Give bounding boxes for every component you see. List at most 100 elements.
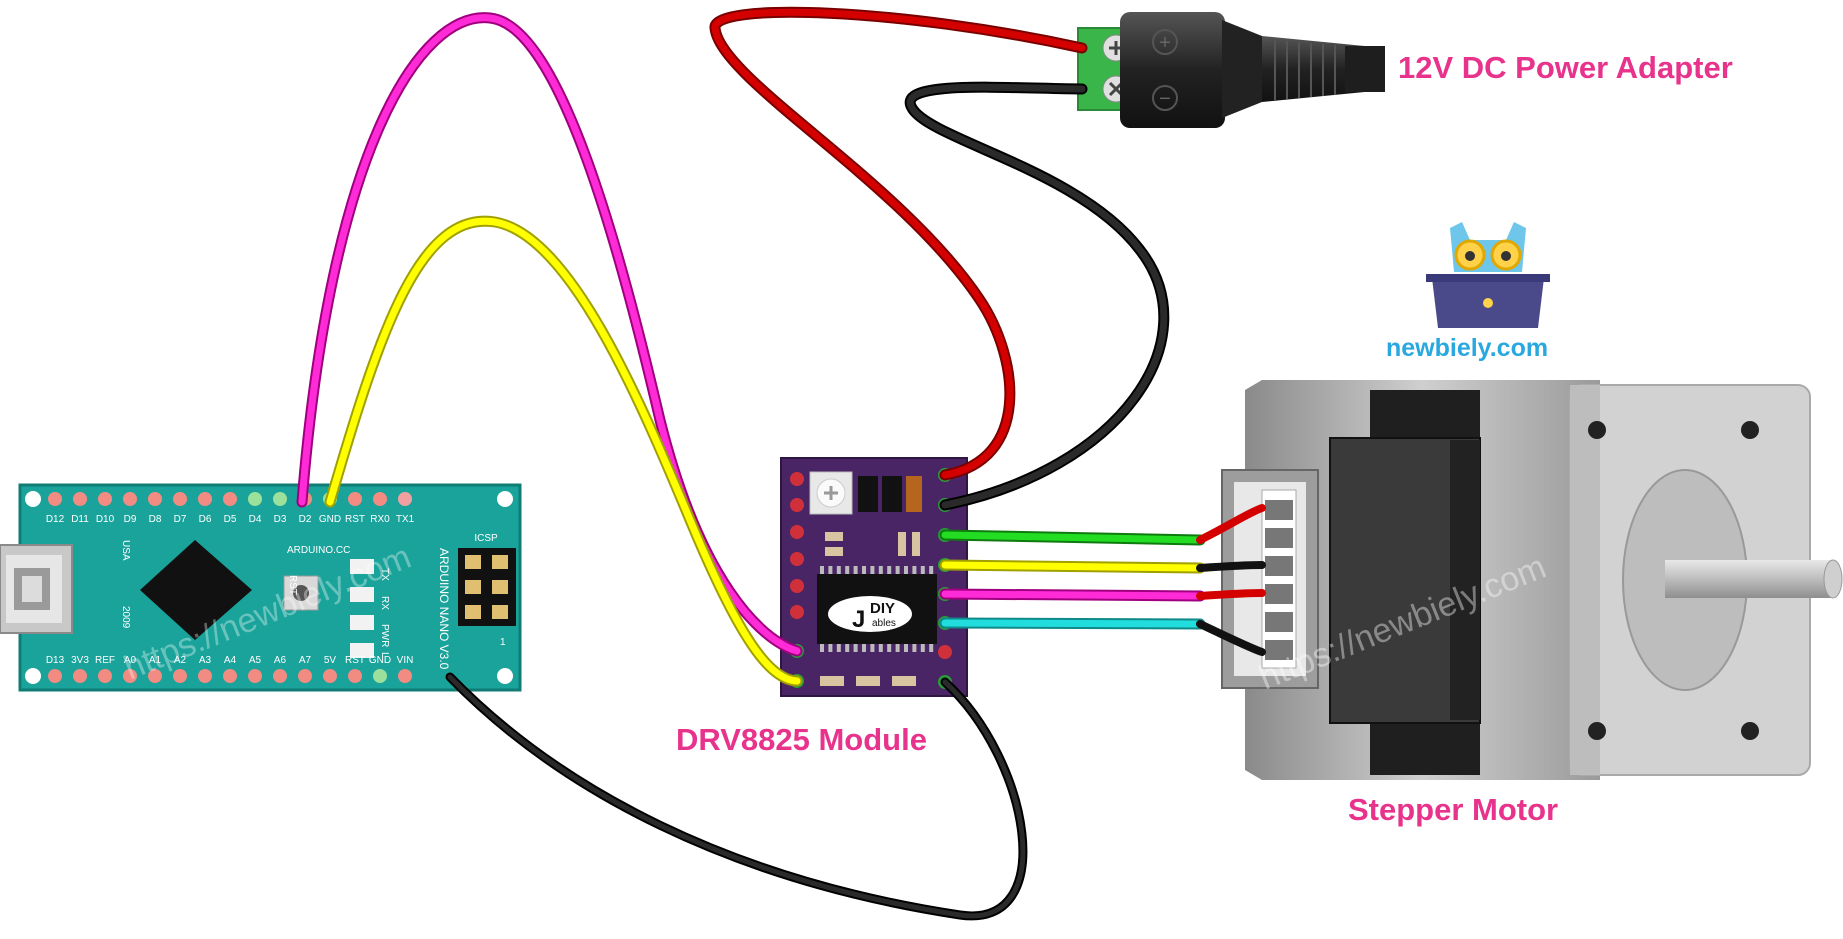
top-chip-leg (895, 566, 900, 574)
bottom-pin-hole-a3 (198, 669, 212, 683)
motor-lead-black-1 (1196, 561, 1266, 572)
newbiely-owl-logo (1426, 222, 1550, 328)
top-pin-label-d3: D3 (274, 514, 287, 525)
bottom-chip-leg (853, 644, 858, 652)
motor-lead-red-2 (1196, 589, 1266, 600)
icsp-header (458, 548, 516, 626)
bottom-pin-label-a7: A7 (299, 655, 312, 666)
drv8825-module: DIY ables J (780, 457, 968, 697)
top-pin-label-d7: D7 (174, 514, 187, 525)
top-pin-hole-rst (348, 492, 362, 506)
bottom-pin-hole-a2 (173, 669, 187, 683)
top-pin-label-d8: D8 (149, 514, 162, 525)
bottom-pin-hole-a4 (223, 669, 237, 683)
bottom-pin-label-rst: RST (345, 655, 365, 666)
usb-connector (0, 544, 73, 634)
bottom-pin-label-a4: A4 (224, 655, 237, 666)
brand-label: newbiely.com (1386, 334, 1548, 362)
polarity-minus: − (1159, 88, 1171, 110)
bottom-chip-leg (920, 644, 925, 652)
top-pin-hole-d8 (148, 492, 162, 506)
bottom-pin-label-a2: A2 (174, 655, 187, 666)
bottom-pin-hole-a5 (248, 669, 262, 683)
top-chip-leg (887, 566, 892, 574)
bottom-pin-hole-ref (98, 669, 112, 683)
bottom-pin-label-3v3: 3V3 (71, 655, 89, 666)
top-pin-hole-d9 (123, 492, 137, 506)
led-label-l: L (379, 652, 390, 658)
bottom-chip-leg (862, 644, 866, 652)
bottom-chip-leg (878, 644, 883, 652)
driver-module-label: DRV8825 Module (676, 722, 927, 757)
bottom-chip-leg (836, 644, 841, 652)
bottom-chip-leg (904, 644, 908, 652)
top-chip-leg (828, 566, 833, 574)
motor-shaft (1665, 560, 1833, 598)
bottom-chip-leg (845, 644, 850, 652)
top-pin-hole-d12 (48, 492, 62, 506)
chip-legs-bottom (820, 644, 934, 652)
arduino-cc-label: ARDUINO.CC (287, 545, 350, 556)
top-pin-hole-d11 (73, 492, 87, 506)
top-pin-label-d6: D6 (199, 514, 212, 525)
bottom-pin-hole-a1 (148, 669, 162, 683)
top-pin-hole-d7 (173, 492, 187, 506)
logo-text-diy: DIY (870, 600, 895, 617)
bottom-pin-label-ref: REF (95, 655, 115, 666)
polarity-plus: + (1159, 32, 1171, 54)
bottom-pin-hole-vin (398, 669, 412, 683)
top-chip-leg (920, 566, 925, 574)
top-pin-label-d9: D9 (124, 514, 137, 525)
top-pin-hole-d3 (273, 492, 287, 506)
top-chip-leg (862, 566, 866, 574)
current-potentiometer[interactable] (809, 471, 853, 515)
bottom-pin-hole-5v (323, 669, 337, 683)
bottom-pin-hole-a7 (298, 669, 312, 683)
top-pin-label-d5: D5 (224, 514, 237, 525)
stepper-motor-label: Stepper Motor (1348, 792, 1558, 827)
top-chip-leg (912, 566, 917, 574)
top-chip-leg (836, 566, 841, 574)
bottom-pin-hole-a0 (123, 669, 137, 683)
top-chip-leg (870, 566, 875, 574)
motor-lead-black-2 (1196, 620, 1266, 656)
bottom-chip-leg (870, 644, 875, 652)
bottom-pin-label-gnd: GND (369, 655, 391, 666)
bottom-pin-label-a6: A6 (274, 655, 287, 666)
driver-left-pins (790, 472, 804, 688)
top-pin-label-rst: RST (345, 514, 365, 525)
bottom-pin-label-5v: 5V (324, 655, 337, 666)
usa-label: USA (120, 540, 131, 561)
top-pin-hole-d10 (98, 492, 112, 506)
wire-red-vmot (709, 6, 1088, 481)
top-pin-label-d12: D12 (46, 514, 65, 525)
top-chip-leg (845, 566, 850, 574)
top-pin-label-gnd: GND (319, 514, 341, 525)
microcontroller-chip (140, 540, 252, 640)
bottom-pin-hole-d13 (48, 669, 62, 683)
diyables-logo (828, 596, 912, 632)
top-pin-hole-d6 (198, 492, 212, 506)
bottom-pin-label-a3: A3 (199, 655, 212, 666)
reset-button[interactable] (283, 575, 319, 611)
logo-text-ables: ables (872, 618, 896, 629)
bottom-chip-leg (887, 644, 892, 652)
led-label-rx: RX (379, 596, 390, 610)
bottom-chip-leg (820, 644, 824, 652)
rst-label: RST (287, 575, 298, 595)
logo-mark: J (852, 606, 865, 633)
board-name-label: ARDUINO NANO V3.0 (437, 548, 451, 670)
bottom-pin-hole-3v3 (73, 669, 87, 683)
stepper-motor (1221, 380, 1843, 780)
icsp-number: 1 (500, 637, 506, 648)
driver-chip: DIY ables J (817, 566, 937, 652)
wire-black-gnd-to-gnd (445, 672, 1028, 921)
top-chip-leg (929, 566, 934, 574)
icsp-label: ICSP (474, 533, 498, 544)
bottom-pin-hole-rst (348, 669, 362, 683)
top-chip-leg (904, 566, 908, 574)
bottom-chip-leg (929, 644, 934, 652)
top-pin-hole-d4 (248, 492, 262, 506)
